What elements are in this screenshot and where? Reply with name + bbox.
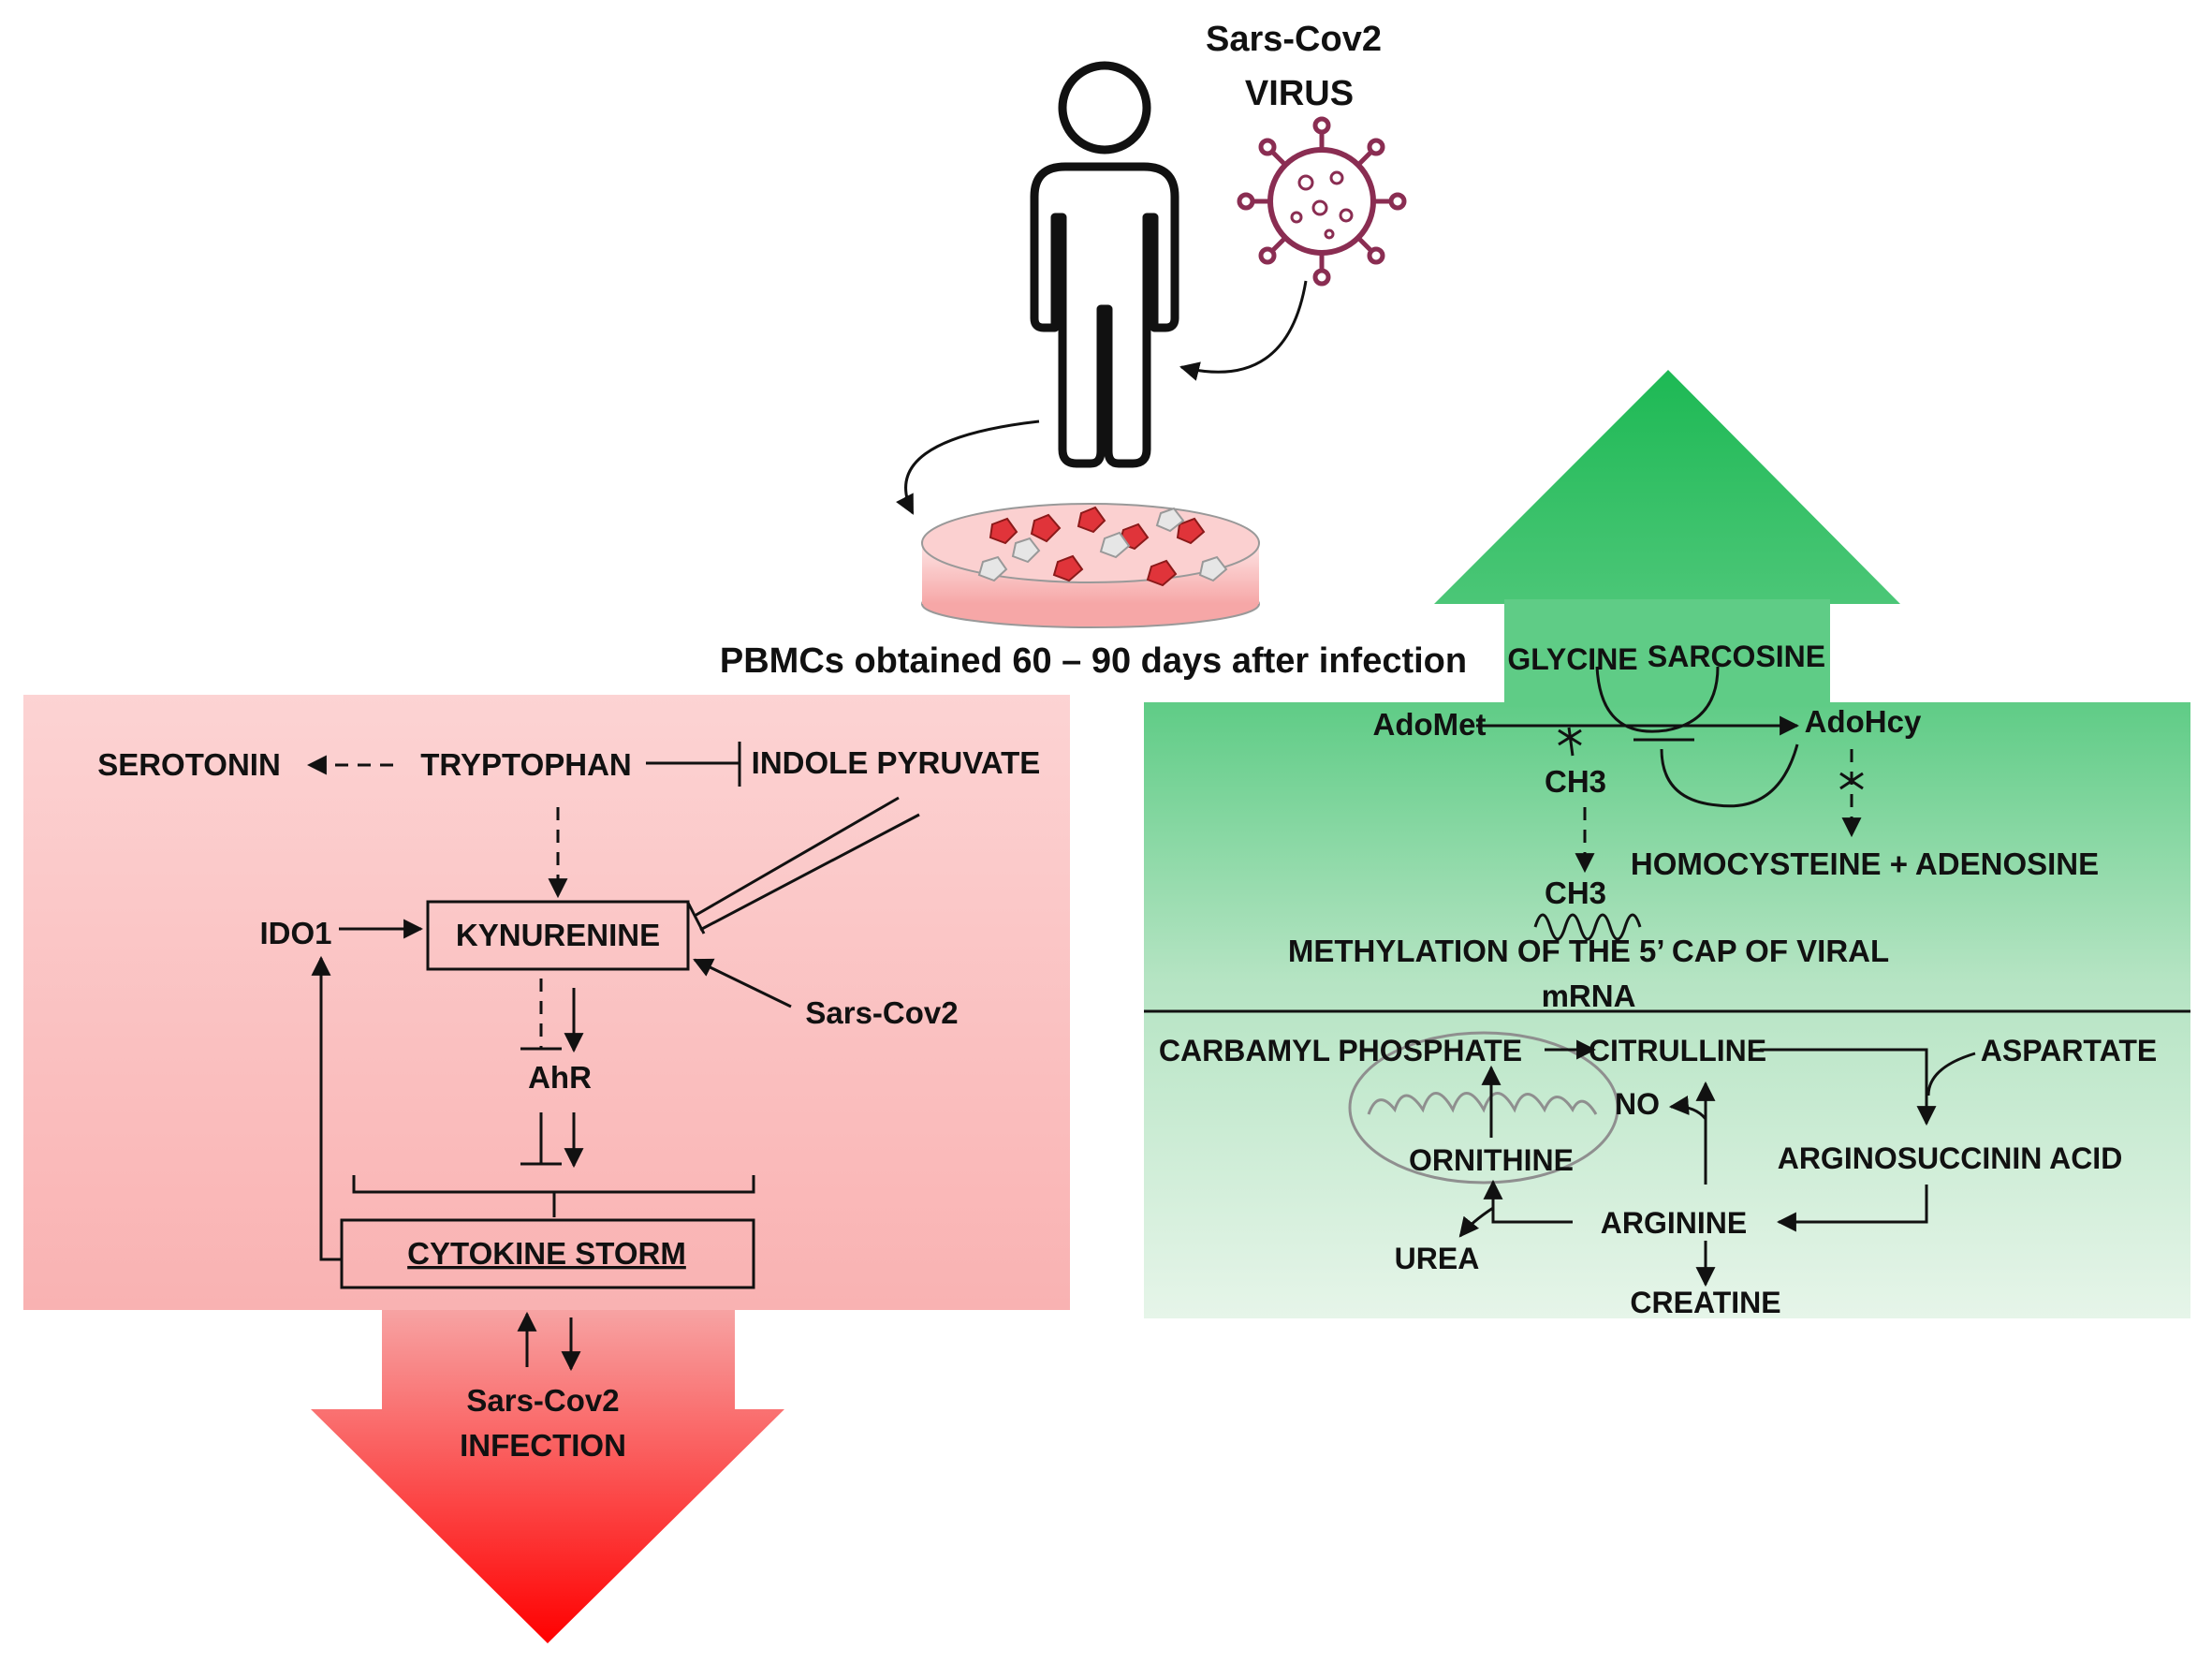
citrulline-label: CITRULLINE	[1589, 1034, 1766, 1067]
infection-arrow	[1179, 280, 1308, 381]
green-panel-neck	[1504, 599, 1830, 707]
sars-cov2-label: Sars-Cov2	[805, 995, 958, 1030]
arginosuccinin-acid-label: ARGINOSUCCININ ACID	[1778, 1141, 2123, 1175]
indole-pyruvate-label: INDOLE PYRUVATE	[752, 745, 1041, 780]
no-label: NO	[1615, 1087, 1660, 1121]
tryptophan-label: TRYPTOPHAN	[420, 747, 632, 782]
red-down-arrow	[311, 1310, 784, 1643]
adomet-label: AdoMet	[1373, 707, 1487, 742]
methylation-label-line2: mRNA	[1542, 979, 1636, 1013]
sarcosine-label: SARCOSINE	[1648, 640, 1825, 673]
virus-title-line1: Sars-Cov2	[1206, 20, 1382, 59]
petri-dish-icon	[921, 503, 1260, 628]
aspartate-label: ASPARTATE	[1981, 1034, 2157, 1067]
red-panel	[23, 695, 1070, 1310]
creatine-label: CREATINE	[1630, 1286, 1780, 1319]
ido1-label: IDO1	[259, 916, 331, 950]
ch3-label-b: CH3	[1545, 876, 1606, 910]
person-icon	[1030, 61, 1179, 468]
virus-title-line2: VIRUS	[1245, 74, 1354, 113]
adohcy-label: AdoHcy	[1805, 704, 1922, 739]
arginine-label: ARGININE	[1601, 1206, 1747, 1240]
pbmc-caption: PBMCs obtained 60 – 90 days after infect…	[720, 641, 1467, 681]
methylation-connectors	[1476, 666, 1864, 941]
cytokine-storm-box	[340, 1218, 755, 1289]
infection-label-line2: INFECTION	[460, 1428, 626, 1463]
left-connectors	[306, 742, 920, 1372]
infection-label-line1: Sars-Cov2	[466, 1383, 619, 1418]
virus-icon	[1237, 116, 1407, 287]
kynurenine-box	[426, 900, 690, 971]
urea-cycle-connectors	[1458, 1039, 1976, 1288]
homocysteine-label: HOMOCYSTEINE + ADENOSINE	[1631, 846, 2099, 881]
ornithine-label: ORNITHINE	[1409, 1143, 1574, 1177]
serotonin-label: SEROTONIN	[97, 747, 281, 782]
cytokine-storm-label: CYTOKINE STORM	[407, 1236, 686, 1271]
kynurenine-label: KYNURENINE	[456, 918, 660, 952]
ahr-label: AhR	[528, 1060, 592, 1095]
urea-label: UREA	[1395, 1242, 1480, 1275]
carbamyl-phosphate-label: CARBAMYL PHOSPHATE	[1159, 1034, 1522, 1067]
sample-arrow	[896, 419, 1040, 515]
glycine-label: GLYCINE	[1507, 642, 1637, 676]
ch3-label-a: CH3	[1545, 764, 1606, 799]
